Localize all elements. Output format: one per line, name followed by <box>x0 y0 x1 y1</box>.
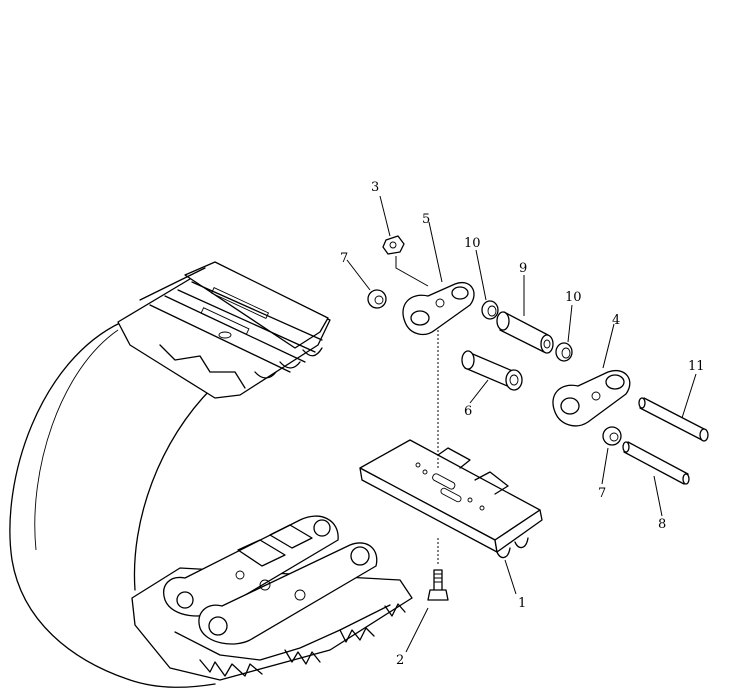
part-4-link <box>552 369 631 427</box>
callout-labels: 1 2 3 4 5 6 7 7 8 9 10 10 11 <box>340 180 705 668</box>
upper-track-shoes <box>117 261 331 399</box>
part-10-spacer-lower <box>555 342 573 362</box>
part-6-bushing <box>461 350 523 391</box>
part-8-pin <box>622 441 690 485</box>
callout-3: 3 <box>371 180 379 195</box>
part-7-seal-lower <box>602 426 622 446</box>
leader-lines <box>346 195 697 653</box>
callout-9: 9 <box>519 261 527 276</box>
callout-1: 1 <box>518 596 526 611</box>
part-7-seal-upper <box>367 289 387 309</box>
part-5-link <box>402 281 475 336</box>
callout-10-lower: 10 <box>565 290 582 305</box>
callout-8: 8 <box>658 517 666 532</box>
track-loop <box>9 321 216 688</box>
part-1-track-shoe <box>359 439 543 559</box>
part-2-bolt <box>427 569 449 601</box>
callout-4: 4 <box>612 313 620 328</box>
callout-11: 11 <box>688 359 705 374</box>
part-3-nut <box>382 235 405 255</box>
callout-6: 6 <box>464 404 472 419</box>
lower-chain-assembly <box>131 515 413 681</box>
part-9-pin <box>496 311 554 354</box>
callout-10-upper: 10 <box>464 236 481 251</box>
callout-7-upper: 7 <box>340 251 348 266</box>
callout-2: 2 <box>396 653 404 668</box>
part-10-spacer-upper <box>481 300 499 320</box>
callout-5: 5 <box>422 212 430 227</box>
callout-7-lower: 7 <box>598 486 606 501</box>
part-11-pin <box>638 397 709 442</box>
